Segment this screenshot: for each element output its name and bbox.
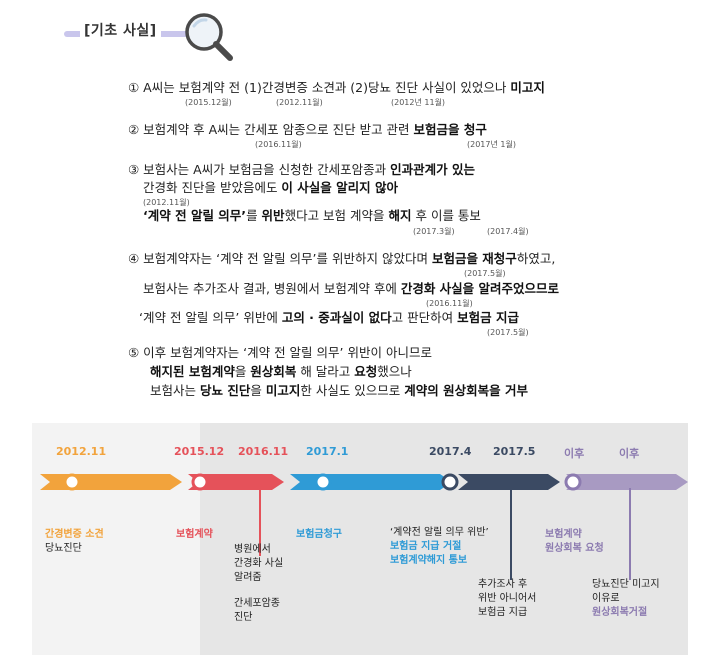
magnifier-icon <box>185 13 233 61</box>
timeline-date: 이후 <box>564 447 585 460</box>
fact-3-date: (2012.11월) <box>143 198 190 207</box>
event-2017-1: 보험금청구 <box>296 529 342 540</box>
fact-5-line-1: ⑤ 이후 보험계약자는 ‘계약 전 알릴 의무’ 위반이 아니므로 <box>128 345 432 360</box>
fact-1-date: (2012.11월) <box>276 98 323 107</box>
timeline-panel-before <box>32 423 200 655</box>
event-after-1: 보험계약 원상회복 요청 <box>545 529 604 554</box>
timeline-panel-after <box>200 423 688 655</box>
timeline-date: 2016.11 <box>238 445 289 458</box>
event-2017-4: ‘계약전 알릴 의무 위반’ 보험금 지급 거절 보험계약해지 통보 <box>390 527 489 566</box>
fact-5-line-2: 해지된 보험계약을 원상회복 해 달라고 요청했으나 <box>150 364 412 379</box>
timeline-date: 2015.12 <box>174 445 225 458</box>
timeline-arrows <box>40 474 688 490</box>
timeline-node-2015 <box>191 473 209 491</box>
event-2016: 병원에서 간경화 사실 알려줌 간세포암종 진단 <box>234 544 284 623</box>
fact-3-date: (2017.4월) <box>487 227 529 236</box>
timeline-date: 2017.5 <box>493 445 536 458</box>
timeline-date: 2017.4 <box>429 445 472 458</box>
fact-3-line-1: ③ 보험사는 A씨가 보험금을 신청한 간세포암종과 인과관계가 있는 <box>128 162 475 177</box>
fact-1-date: (2012년 11월) <box>391 98 446 107</box>
timeline-stem-after <box>629 488 631 580</box>
fact-2-date: (2016.11월) <box>255 140 302 149</box>
fact-2-date: (2017년 1월) <box>467 140 516 149</box>
timeline-stem-2016 <box>259 488 261 556</box>
fact-4-line-1: ④ 보험계약자는 ‘계약 전 알릴 의무’를 위반하지 않았다며 보험금을 재청… <box>128 251 556 266</box>
fact-5-line-3: 보험사는 당뇨 진단을 미고지한 사실도 있으므로 계약의 원상회복을 거부 <box>150 383 528 398</box>
timeline-date: 2017.1 <box>306 445 349 458</box>
fact-1-line-1: ① A씨는 보험계약 전 (1)간경변증 소견과 (2)당뇨 진단 사실이 있었… <box>128 80 545 95</box>
timeline-date: 이후 <box>619 447 640 460</box>
timeline-stem-2017-5 <box>510 488 512 580</box>
section-title: [기초 사실] <box>80 20 161 40</box>
event-2015: 보험계약 <box>176 529 213 540</box>
fact-1-date: (2015.12월) <box>185 98 232 107</box>
timeline-segment-after <box>566 474 688 490</box>
timeline-date: 2012.11 <box>56 445 107 458</box>
timeline-node-2012 <box>63 473 81 491</box>
event-2017-5: 추가조사 후 위반 아니어서 보험금 지급 <box>478 579 537 618</box>
timeline-node-after <box>564 473 582 491</box>
timeline-segment-2015 <box>188 474 284 490</box>
timeline-node-2017-4 <box>441 473 459 491</box>
fact-3-date: (2017.3월) <box>413 227 455 236</box>
fact-4-date: (2017.5월) <box>464 269 506 278</box>
fact-4-line-2: 보험사는 추가조사 결과, 병원에서 보험계약 후에 간경화 사실을 알려주었으… <box>143 281 560 296</box>
fact-4-date: (2016.11월) <box>426 299 473 308</box>
timeline-node-2017-1 <box>314 473 332 491</box>
fact-4-date: (2017.5월) <box>487 328 529 337</box>
fact-4-line-3: ‘계약 전 알릴 의무’ 위반에 고의 · 중과실이 없다고 판단하여 보험금 … <box>139 310 519 325</box>
event-after-2: 당뇨진단 미고지 이유로 원상회복거절 <box>592 579 660 618</box>
event-2012: 간경변증 소견 당뇨진단 <box>45 529 104 554</box>
fact-2-line-1: ② 보험계약 후 A씨는 간세포 암종으로 진단 받고 관련 보험금을 청구 <box>128 122 487 137</box>
timeline-segment-2017-4 <box>458 474 560 490</box>
fact-3-line-2: 간경화 진단을 받았음에도 이 사실을 알리지 않아 <box>143 180 398 195</box>
fact-3-line-3: ‘계약 전 알릴 의무’를 위반했다고 보험 계약을 해지 후 이를 통보 <box>143 208 481 223</box>
